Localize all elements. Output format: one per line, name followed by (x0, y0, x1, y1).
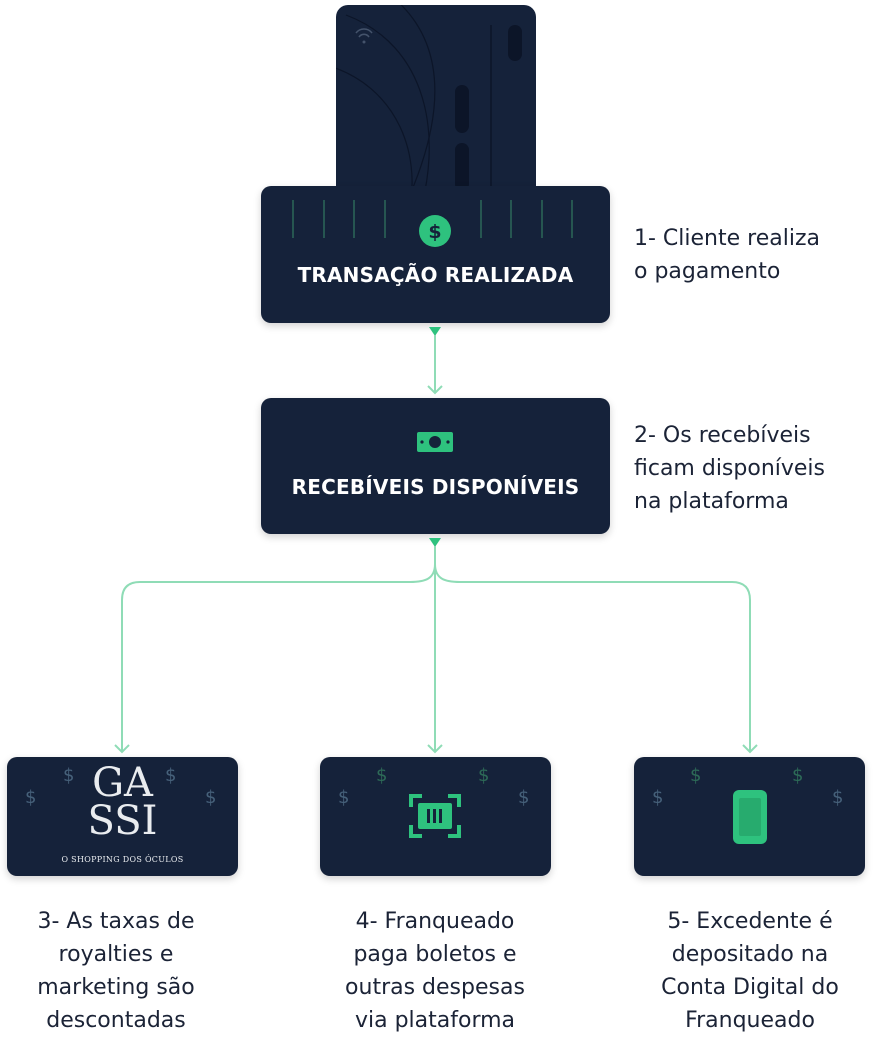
step1-line1: 1- Cliente realiza (634, 226, 820, 251)
royalties-box: $ $ $ $ GA SSI O SHOPPING DOS ÓCULOS (7, 757, 238, 876)
dollar-decor: $ (792, 765, 804, 786)
step5-line2: depositado na (671, 942, 829, 967)
transaction-box: $ TRANSAÇÃO REALIZADA (261, 186, 610, 323)
receipt-ticks (292, 200, 573, 238)
receivables-box: RECEBÍVEIS DISPONÍVEIS (261, 398, 610, 534)
step4-line1: 4- Franqueado (355, 909, 515, 934)
step1-description: 1- Cliente realiza o pagamento (634, 222, 820, 288)
step2-line3: na plataforma (634, 489, 789, 514)
step5-description: 5- Excedente é depositado na Conta Digit… (630, 905, 870, 1037)
dollar-decor: $ (205, 787, 217, 808)
dollar-decor: $ (478, 765, 490, 786)
dollar-coin-glyph: $ (428, 221, 441, 243)
barcode-scan-icon (409, 794, 461, 838)
step3-description: 3- As taxas de royalties e marketing são… (0, 905, 232, 1037)
dollar-decor: $ (690, 765, 702, 786)
dollar-decor: $ (338, 787, 350, 808)
card-artwork (336, 5, 522, 205)
dollar-decor: $ (63, 765, 75, 786)
smartphone-icon (733, 790, 767, 844)
logo-tagline: O SHOPPING DOS ÓCULOS (61, 855, 184, 864)
dollar-decor: $ (25, 787, 37, 808)
banknote-icon (417, 432, 453, 452)
step4-line3: outras despesas (345, 975, 525, 1000)
step4-description: 4- Franqueado paga boletos e outras desp… (314, 905, 556, 1037)
step2-line2: ficam disponíveis (634, 456, 826, 481)
step2-line1: 2- Os recebíveis (634, 423, 811, 448)
step3-line2: royalties e (58, 942, 174, 967)
logo-text-line1: GA (92, 760, 153, 806)
dollar-decor: $ (376, 765, 388, 786)
step3-line3: marketing são (37, 975, 195, 1000)
step5-line3: Conta Digital do (661, 975, 839, 1000)
step1-line2: o pagamento (634, 259, 781, 284)
step5-line4: Franqueado (685, 1008, 815, 1033)
step4-line4: via plataforma (354, 1008, 516, 1033)
transaction-title: TRANSAÇÃO REALIZADA (297, 263, 574, 287)
dollar-decor: $ (165, 765, 177, 786)
receivables-title: RECEBÍVEIS DISPONÍVEIS (291, 475, 580, 499)
payment-card-illustration (336, 5, 536, 205)
step2-description: 2- Os recebíveis ficam disponíveis na pl… (634, 419, 825, 518)
step4-line2: paga boletos e (353, 942, 517, 967)
step5-line1: 5- Excedente é (667, 909, 833, 934)
digital-account-box: $ $ $ $ (634, 757, 865, 876)
bills-box: $ $ $ $ (320, 757, 551, 876)
connector-step1-step2 (427, 327, 443, 395)
dollar-coin-icon: $ (419, 215, 451, 247)
logo-text-line2: SSI (87, 798, 158, 844)
dollar-decor: $ (518, 787, 530, 808)
dollar-decor: $ (832, 787, 844, 808)
branch-connectors (114, 538, 758, 754)
dollar-decor: $ (652, 787, 664, 808)
step3-line4: descontadas (46, 1008, 186, 1033)
contactless-icon (355, 28, 373, 44)
step3-line1: 3- As taxas de (37, 909, 195, 934)
